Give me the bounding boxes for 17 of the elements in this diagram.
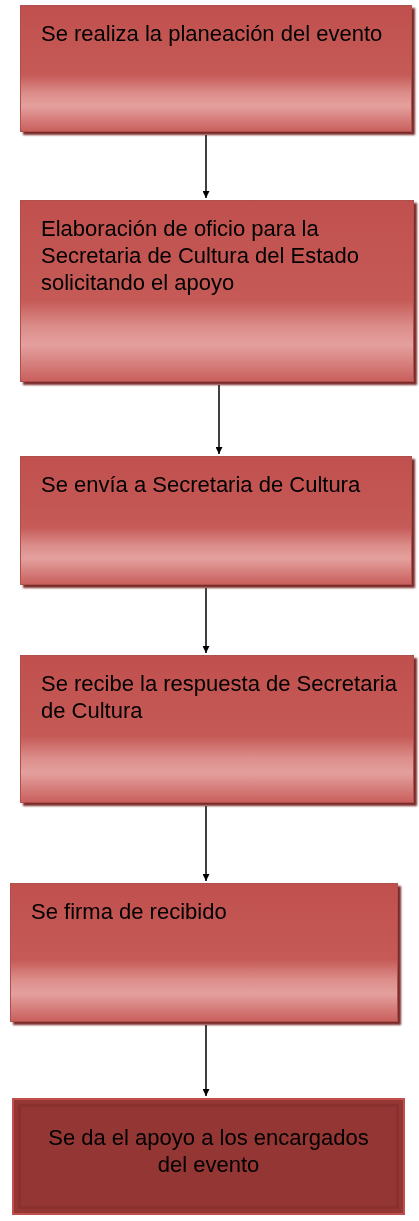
box-text: Se envía a Secretaria de Cultura xyxy=(41,471,362,498)
process-box xyxy=(20,200,414,382)
box-text: Se firma de recibido xyxy=(31,898,228,925)
process-box xyxy=(20,655,414,803)
process-box xyxy=(20,5,412,132)
arrow xyxy=(202,1024,210,1097)
arrow xyxy=(215,384,223,455)
process-box xyxy=(10,883,398,1022)
arrow xyxy=(202,587,210,654)
box-text: Elaboración de oficio para la Secretaria de Cultura del Estado solicitando el apoyo xyxy=(41,215,360,296)
arrow xyxy=(202,805,210,882)
process-box xyxy=(12,1098,405,1215)
box-text: Se realiza la planeación del evento xyxy=(41,20,384,47)
box-text: Se da el apoyo a los encargados del evento xyxy=(47,1124,370,1178)
arrow xyxy=(202,134,210,199)
process-box xyxy=(20,456,412,585)
box-text: Se recibe la respuesta de Secretaria de Cultura xyxy=(41,670,397,724)
